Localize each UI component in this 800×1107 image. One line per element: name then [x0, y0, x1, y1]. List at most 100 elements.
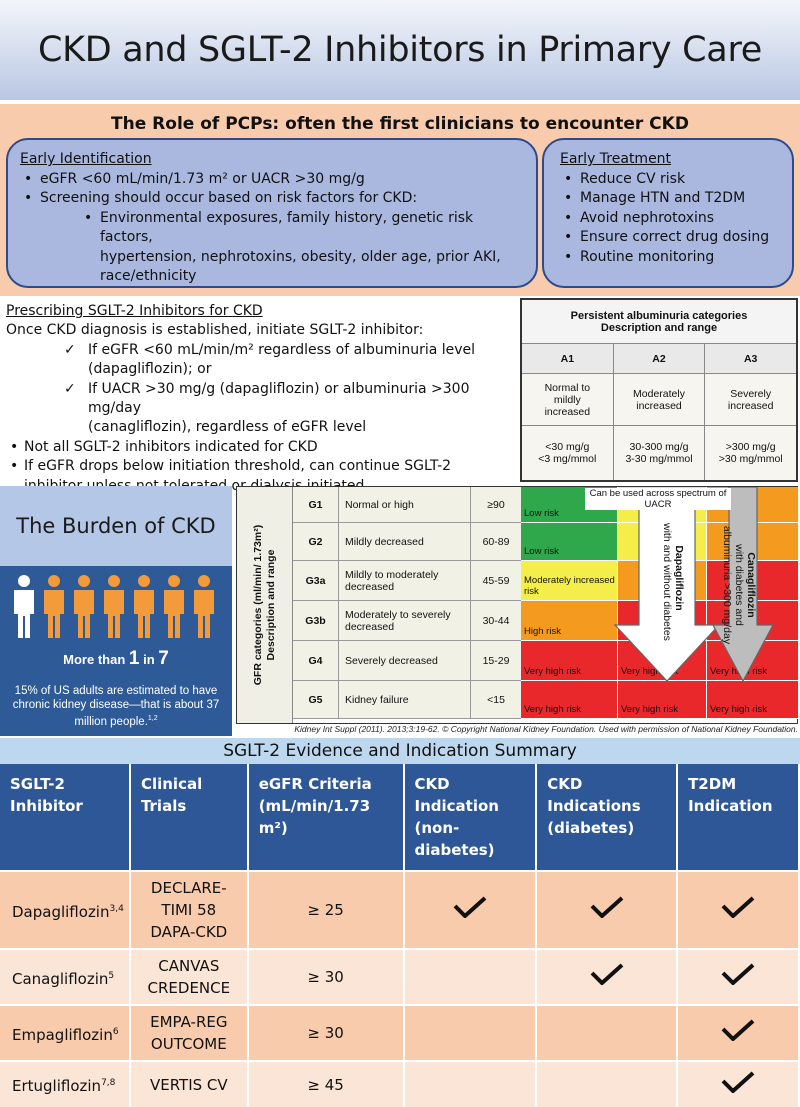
check-2-line-1: If UACR >30 mg/g (dapagliflozin) or albu…: [88, 380, 470, 417]
t2dm-cell: [677, 948, 800, 1005]
albuminuria-desc-row: Normal to mildly increased Moderately in…: [522, 374, 796, 426]
title-banner: CKD and SGLT-2 Inhibitors in Primary Car…: [0, 0, 800, 103]
t2dm-cell: [677, 1004, 800, 1061]
risk-cell: Very high risk: [707, 681, 799, 719]
et-item: Manage HTN and T2DM: [560, 189, 780, 209]
check-icon: [590, 896, 624, 918]
gfr-risk-grid: GFR categories (ml/min/ 1.73m²) Descript…: [236, 486, 799, 724]
person-icon: [134, 575, 154, 638]
ei-bullet-1: eGFR <60 mL/min/1.73 m² or UACR >30 mg/g: [20, 170, 524, 190]
risk-label: High risk: [524, 626, 561, 637]
gfr-stage-range: 15-29: [482, 654, 510, 667]
risk-cell: Very high risk: [618, 681, 707, 719]
check-icon: [453, 896, 487, 918]
ei-sub-bullet-1: Environmental exposures, family history,…: [20, 209, 524, 248]
drug-name: Canagliflozin5: [0, 948, 131, 1005]
people-icon-row: [14, 575, 214, 638]
early-identification-box: Early Identification eGFR <60 mL/min/1.7…: [6, 138, 538, 288]
prescribing-check-2: ✓ If UACR >30 mg/g (dapagliflozin) or al…: [6, 380, 512, 438]
risk-label: Very high risk: [524, 666, 582, 677]
et-item: Ensure correct drug dosing: [560, 228, 780, 248]
ckd-diabetes-cell: [536, 870, 679, 949]
albuminuria-code-row: A1 A2 A3: [522, 344, 796, 374]
uacr-spectrum-label: Can be used across spectrum of UACR: [585, 488, 731, 510]
check-icon: [721, 896, 755, 918]
header-ckd-diabetes: CKD Indications(diabetes): [536, 764, 679, 871]
person-icon: [44, 575, 64, 638]
albuminuria-range: <30 mg/g<3 mg/mmol: [522, 426, 614, 480]
table-row: Ertugliflozin7,8 VERTIS CV ≥ 45: [0, 1060, 800, 1107]
prescribing-section: Prescribing SGLT-2 Inhibitors for CKD On…: [0, 298, 518, 494]
gfr-stage-range: ≥90: [487, 498, 505, 511]
evidence-title: SGLT-2 Evidence and Indication Summary: [0, 738, 800, 764]
albuminuria-desc: Moderately increased: [614, 374, 706, 425]
person-icon: [14, 575, 34, 638]
t2dm-cell: [677, 1060, 800, 1107]
albuminuria-caption-line-2: Description and range: [600, 321, 718, 334]
checkmark-icon: ✓: [64, 341, 76, 358]
gfr-stage-code: G3b: [293, 601, 339, 640]
ckd-nondiabetes-cell: [403, 1060, 538, 1107]
risk-label: Moderately increased risk: [524, 575, 615, 597]
person-icon: [194, 575, 214, 638]
drug-name: Dapagliflozin3,4: [0, 870, 131, 949]
early-identification-heading: Early Identification: [20, 151, 152, 167]
et-item: Reduce CV risk: [560, 170, 780, 190]
trial-names: VERTIS CV: [129, 1060, 249, 1107]
burden-heading: The Burden of CKD: [0, 486, 232, 566]
burden-stat: More than 1 in 7: [63, 648, 169, 669]
check-icon: [590, 963, 624, 985]
gfr-stage-range: 30-44: [482, 614, 510, 627]
role-section: The Role of PCPs: often the first clinic…: [0, 104, 800, 296]
risk-label: Very high risk: [621, 666, 679, 677]
person-icon: [74, 575, 94, 638]
gfr-axis: GFR categories (ml/min/ 1.73m²) Descript…: [237, 487, 293, 723]
albuminuria-code: A2: [614, 344, 706, 373]
ckd-nondiabetes-cell: [403, 870, 538, 949]
egfr-value: ≥ 30: [247, 948, 405, 1005]
ckd-diabetes-cell: [536, 948, 679, 1005]
albuminuria-caption-line-1: Persistent albuminuria categories: [570, 309, 748, 322]
ei-bullet-2: Screening should occur based on risk fac…: [20, 189, 524, 209]
citation-credit: Kidney Int Suppl (2011). 2013;3:19-62. ©…: [294, 724, 798, 734]
albuminuria-range: >300 mg/g>30 mg/mmol: [718, 441, 783, 465]
albuminuria-code: A3: [743, 352, 758, 365]
risk-cell: Low risk: [521, 523, 618, 561]
gfr-stage-code: G1: [293, 487, 339, 522]
burden-panel: The Burden of CKD More than 1 in 7 15% o…: [0, 486, 232, 736]
person-icon: [164, 575, 184, 638]
drug-name: Empagliflozin6: [0, 1004, 131, 1061]
ei-sub-bullet-cont-1: hypertension, nephrotoxins, obesity, old…: [100, 248, 501, 265]
albuminuria-caption: Persistent albuminuria categories Descri…: [522, 300, 796, 344]
ckd-nondiabetes-cell: [403, 948, 538, 1005]
risk-label: Low risk: [524, 508, 559, 519]
risk-cell: Very high risk: [521, 641, 618, 681]
albuminuria-code: A1: [522, 344, 614, 373]
risk-label: Very high risk: [524, 704, 582, 715]
gfr-stage-desc: Kidney failure: [339, 681, 471, 718]
gfr-stage-desc: Mildly decreased: [339, 523, 471, 560]
albuminuria-table: Persistent albuminuria categories Descri…: [520, 298, 798, 482]
gfr-stage-code: G2: [293, 523, 339, 560]
page-title: CKD and SGLT-2 Inhibitors in Primary Car…: [37, 30, 763, 70]
check-icon: [721, 1071, 755, 1093]
drug-name: Ertugliflozin7,8: [0, 1060, 131, 1107]
gfr-stage-range: <15: [487, 693, 505, 706]
et-item: Avoid nephrotoxins: [560, 209, 780, 229]
egfr-value: ≥ 25: [247, 870, 405, 949]
gfr-stage-desc: Mildly to moderately decreased: [339, 561, 471, 600]
canagliflozin-arrow: [711, 487, 775, 683]
